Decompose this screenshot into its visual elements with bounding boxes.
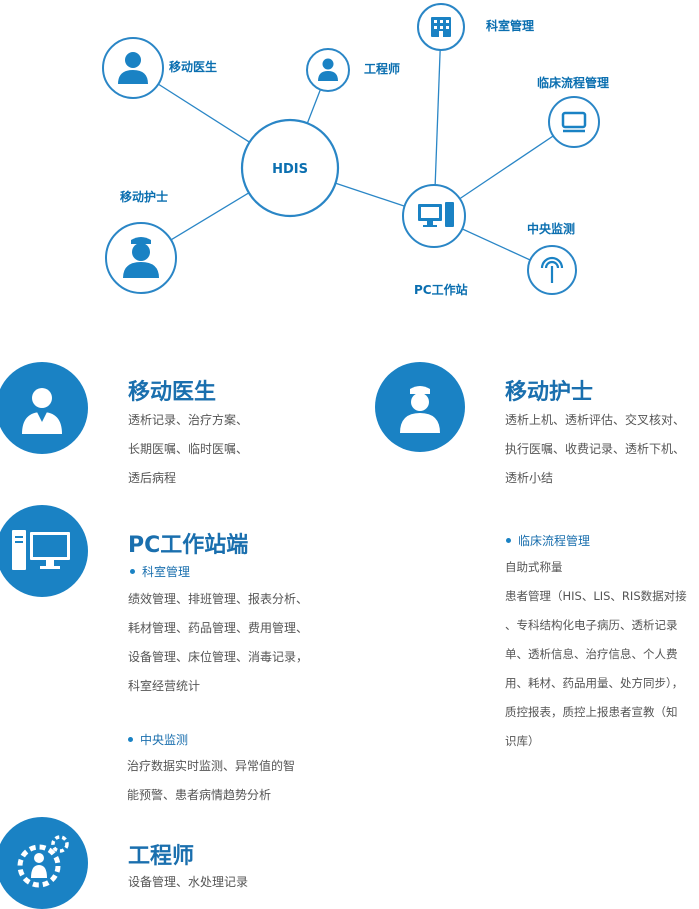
gear-person-icon: [17, 835, 69, 888]
clinical-line-4: 单、透析信息、治疗信息、个人费: [505, 647, 678, 661]
dept-line-4: 科室经营统计: [128, 679, 201, 693]
nurse-line-3: 透析小结: [505, 471, 554, 485]
pc-section-icon: [0, 505, 88, 597]
clinical-line-1: 自助式称量: [505, 560, 563, 574]
clinical-line-7: 识库）: [505, 734, 540, 748]
hub-label: HDIS: [272, 162, 308, 177]
dept-line-1: 绩效管理、排班管理、报表分析、: [128, 592, 309, 606]
dept-subhead-label: 科室管理: [142, 565, 191, 579]
monitor-line-1: 治疗数据实时监测、异常值的智: [127, 759, 296, 773]
diagram-canvas: HDIS: [102, 3, 600, 295]
pc-node-label: PC工作站: [414, 283, 468, 297]
clinical-section-text: 自助式称量 患者管理（HIS、LIS、RIS数据对接 、专科结构化电子病历、透析…: [505, 553, 687, 756]
nurse-section-title: 移动护士: [505, 380, 594, 405]
doctor-line-3: 透后病程: [128, 471, 177, 485]
clinical-node: [548, 96, 600, 148]
nurse-line-2: 执行医嘱、收费记录、透析下机、: [505, 442, 686, 456]
monitor-node-label: 中央监测: [527, 222, 576, 236]
doctor-section-icon: [0, 362, 88, 454]
doctor-node: [102, 37, 164, 99]
doctor-section-title: 移动医生: [128, 380, 217, 405]
clinical-node-label: 临床流程管理: [537, 76, 610, 90]
clinical-line-5: 用、耗材、药品用量、处方同步），: [505, 676, 684, 690]
dept-node: [417, 3, 465, 51]
engineer-icon: [318, 58, 338, 81]
dept-section-text: 绩效管理、排班管理、报表分析、 耗材管理、药品管理、费用管理、 设备管理、床位管…: [128, 585, 308, 701]
nurse-icon: [123, 237, 159, 278]
engineer-section-title: 工程师: [128, 844, 195, 869]
monitor-line-2: 能预警、患者病情趋势分析: [127, 788, 272, 802]
monitor-subhead: 中央监测: [128, 731, 188, 748]
nurse-section-icon: [375, 362, 465, 452]
dept-line-3: 设备管理、床位管理、消毒记录，: [128, 650, 309, 664]
bullet-icon: [506, 538, 511, 543]
nurse-section-text: 透析上机、透析评估、交叉核对、 执行医嘱、收费记录、透析下机、 透析小结: [505, 406, 685, 493]
dept-line-2: 耗材管理、药品管理、费用管理、: [128, 621, 309, 635]
hub-node: HDIS: [240, 118, 340, 218]
doctor-line-2: 长期医嘱、临时医嘱、: [128, 442, 249, 456]
engineer-node: [306, 48, 350, 92]
monitor-subhead-label: 中央监测: [140, 733, 189, 747]
dept-node-label: 科室管理: [486, 19, 535, 33]
pc-node: [402, 184, 466, 248]
system-diagram: HDIS: [0, 0, 699, 320]
monitor-node: [527, 245, 577, 295]
computer-icon: [418, 202, 454, 227]
nurse-line-1: 透析上机、透析评估、交叉核对、: [505, 413, 686, 427]
doctor-icon: [22, 388, 62, 434]
engineer-node-label: 工程师: [364, 62, 401, 76]
bullet-icon: [130, 569, 135, 574]
doctor-node-label: 移动医生: [169, 60, 218, 74]
engineer-section-text: 设备管理、水处理记录: [128, 868, 248, 897]
clinical-line-2: 患者管理（HIS、LIS、RIS数据对接: [505, 589, 687, 603]
clinical-line-6: 质控报表，质控上报患者宣教（知: [505, 705, 678, 719]
building-icon: [431, 17, 451, 37]
clinical-subhead: 临床流程管理: [506, 532, 590, 549]
clinical-subhead-label: 临床流程管理: [518, 534, 591, 548]
computer-icon: [12, 530, 70, 570]
doctor-icon: [118, 52, 148, 84]
monitor-section-text: 治疗数据实时监测、异常值的智 能预警、患者病情趋势分析: [127, 752, 295, 810]
bed-icon: [561, 111, 587, 133]
nurse-node: [105, 222, 177, 294]
pc-section-title: PC工作站端: [128, 533, 249, 558]
doctor-section-text: 透析记录、治疗方案、 长期医嘱、临时医嘱、 透后病程: [128, 406, 248, 493]
dept-subhead: 科室管理: [130, 563, 190, 580]
engineer-line-1: 设备管理、水处理记录: [128, 875, 249, 889]
engineer-section-icon: [0, 817, 88, 909]
clinical-line-3: 、专科结构化电子病历、透析记录: [505, 618, 678, 632]
doctor-line-1: 透析记录、治疗方案、: [128, 413, 249, 427]
nurse-icon: [400, 386, 440, 433]
nurse-node-label: 移动护士: [120, 190, 169, 204]
antenna-icon: [540, 256, 564, 283]
bullet-icon: [128, 737, 133, 742]
